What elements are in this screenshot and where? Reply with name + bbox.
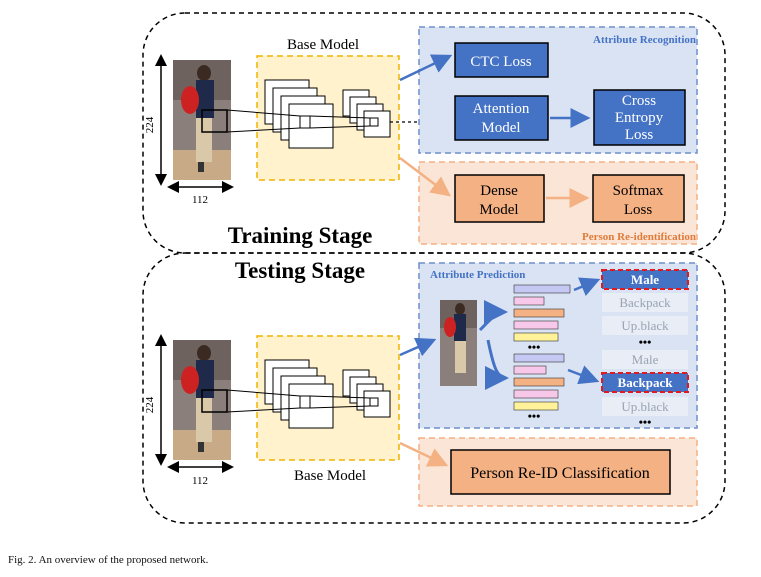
pedestrian-thumbnail [440,300,477,386]
conv-feature-maps-test [264,359,391,429]
conv-feature-maps [264,79,391,149]
reid-classification-label: Person Re-ID Classification [470,465,650,482]
ellipsis-bars-1: ••• [528,340,541,354]
ctc-loss-label: CTC Loss [470,54,531,70]
testing-stage-frame [142,252,726,524]
attr-male-highlight [601,269,689,290]
width-dimension-label-test: 112 [192,475,208,487]
ellipsis-attrs-2: ••• [639,415,652,429]
width-dimension-label: 112 [192,194,208,206]
projection-lines [226,109,371,133]
receptive-field-box-test [201,389,228,413]
attention-model-line1: Attention [473,101,530,117]
receptive-field-box [201,109,228,133]
attribute-recognition-title: Attribute Recognition [593,34,696,46]
pedestrian-image-test [173,340,231,460]
softmax-loss-line1: Softmax [613,183,664,199]
testing-stage-label: Testing Stage [235,258,365,283]
curved-arrow-up [478,300,508,332]
dense-model-line2: Model [479,202,518,218]
arrow-to-ctc [399,54,453,82]
base-model-label: Base Model [287,37,359,53]
attr-backpack-highlight [601,372,689,393]
figure-caption: Fig. 2. An overview of the proposed netw… [8,554,209,566]
cross-entropy-line3: Loss [625,127,654,143]
cross-entropy-line1: Cross [622,93,656,109]
dense-model-box [454,174,545,223]
reid-classification-box [450,449,671,495]
softmax-loss-line2: Loss [624,202,653,218]
height-dimension-label: 224 [144,116,156,133]
base-model-label-test: Base Model [294,468,366,484]
curved-arrow-down [484,339,509,390]
attr-upblack-box [602,316,688,335]
arrow-to-dense [399,157,451,197]
arrow-to-male [573,277,601,296]
attribute-prediction-title: Attribute Prediction [430,269,525,281]
pedestrian-image [173,60,231,180]
attention-model-line2: Model [481,120,520,136]
training-stage-label: Training Stage [228,223,373,248]
reid-title: Person Re-identification [582,231,696,243]
attr-upblack-box-2 [602,397,688,416]
attr-backpack-box [602,293,688,312]
feature-bars-group1 [513,284,571,342]
cross-entropy-line2: Entropy [615,110,664,126]
attr-male-label: Male [631,272,659,287]
training-stage-frame [142,12,726,254]
dense-model-line1: Dense [480,183,518,199]
ellipsis-attrs-1: ••• [639,335,652,349]
attr-upblack-label: Up.black [621,318,669,333]
projection-lines-test [226,389,371,413]
ctc-loss-box [454,42,549,78]
arrow-to-backpack [567,365,600,385]
softmax-loss-box [592,174,685,223]
cross-entropy-loss-box [593,89,686,146]
attr-male-label-2: Male [632,352,659,367]
ellipsis-bars-2: ••• [528,409,541,423]
feature-bars-group2 [513,353,565,411]
arrow-to-reid-classification [399,441,449,467]
attr-backpack-label: Backpack [619,295,671,310]
attr-male-box-2 [602,350,688,369]
attr-backpack-label-2: Backpack [618,375,674,390]
attr-upblack-label-2: Up.black [621,399,669,414]
arrow-to-prediction [399,337,437,357]
height-dimension-label-test: 224 [144,396,156,413]
attention-model-box [454,95,549,141]
